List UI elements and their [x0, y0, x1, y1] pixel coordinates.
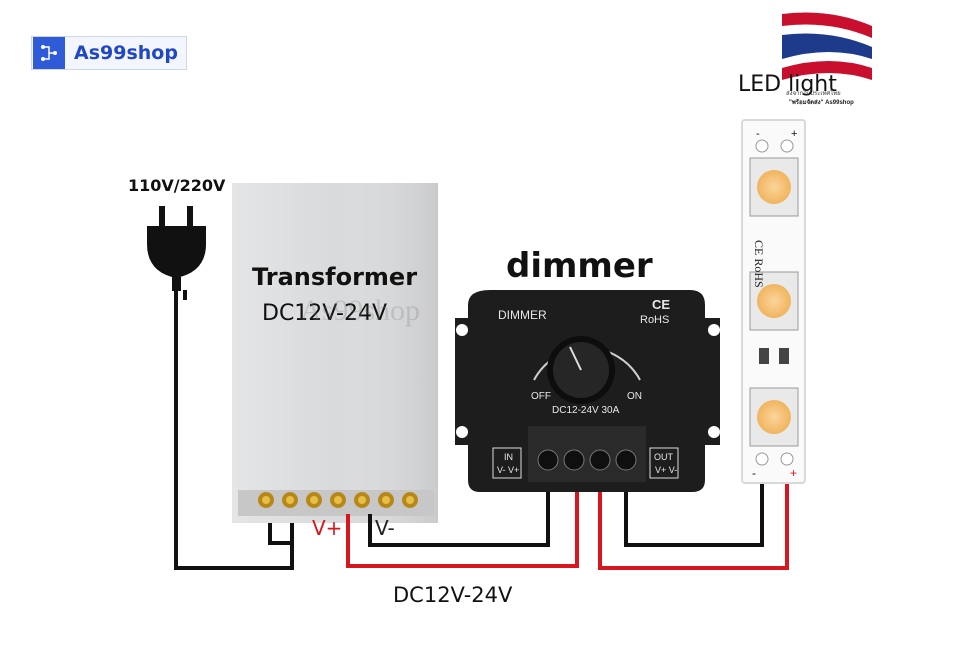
flag-caption-ready: "พร้อมจัดส่ง" As99shop	[789, 100, 854, 106]
strip-minus-bottom: -	[752, 466, 756, 480]
transformer-box	[232, 183, 438, 523]
power-plug-icon	[147, 206, 206, 291]
out-polarity-label: V+ V-	[655, 465, 678, 475]
ce-mark: CE	[652, 297, 671, 312]
in-terminal-label: IN	[504, 452, 513, 462]
brand-name: As99shop	[74, 42, 178, 64]
strip-cert-label: CE RoHS	[752, 240, 766, 288]
watermark: As99shop	[300, 294, 421, 327]
knob-off-label: OFF	[531, 391, 551, 402]
dc-voltage-label: DC12V-24V	[393, 583, 513, 607]
dimmer-spec: DC12-24V 30A	[552, 405, 620, 416]
knob-on-label: ON	[627, 391, 642, 402]
strip-minus-top: -	[756, 128, 760, 140]
led-light-title: LED light	[738, 72, 837, 97]
transformer-range: DC12V-24V	[262, 301, 388, 326]
in-polarity-label: V- V+	[497, 465, 520, 475]
circuit-icon	[33, 37, 65, 69]
transformer-title: Transformer	[252, 263, 418, 291]
input-voltage-label: 110V/220V	[128, 176, 226, 195]
strip-plus-top: +	[791, 128, 798, 140]
out-terminal-label: OUT	[654, 452, 673, 462]
dimmer-device-name: DIMMER	[498, 308, 547, 322]
strip-plus-bottom: +	[790, 466, 798, 480]
v-minus-label: V-	[375, 516, 395, 540]
brand-logo: As99shop	[31, 36, 187, 70]
thailand-flag-icon	[782, 12, 872, 80]
v-plus-label: V+	[312, 516, 343, 540]
led-strip	[741, 119, 806, 484]
dimmer-device	[455, 290, 720, 492]
dimmer-title: dimmer	[506, 246, 653, 286]
rohs-mark: RoHS	[640, 314, 670, 326]
flag-caption: ส่งจากในประเทศไทย	[786, 91, 841, 97]
